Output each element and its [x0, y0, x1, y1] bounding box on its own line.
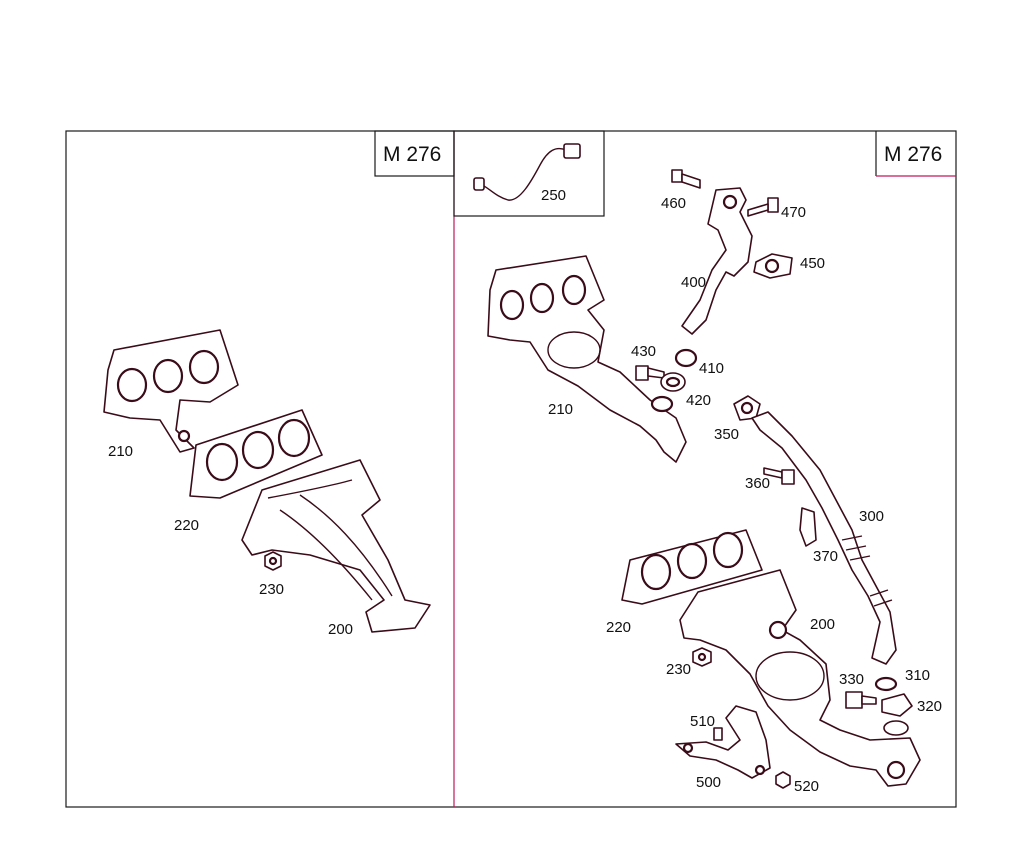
clamp-420 — [660, 372, 686, 392]
callout-400: 400 — [681, 274, 706, 291]
left-heat-shield-210 — [103, 329, 239, 453]
callout-200: 200 — [810, 616, 835, 633]
callout-510: 510 — [690, 713, 715, 730]
callout-420: 420 — [686, 392, 711, 409]
left-callout-200: 200 — [328, 621, 353, 638]
stud-510 — [713, 727, 723, 741]
ring-310 — [874, 676, 898, 692]
left-manifold-200 — [241, 459, 431, 633]
left-model-label: M 276 — [383, 143, 441, 166]
bolt-330 — [845, 691, 877, 709]
left-callout-230: 230 — [259, 581, 284, 598]
callout-410: 410 — [699, 360, 724, 377]
right-manifold-200 — [679, 569, 921, 787]
inset-box-250: 250 — [453, 130, 605, 217]
callout-350: 350 — [714, 426, 739, 443]
bolt-430 — [635, 365, 665, 381]
right-model-label: M 276 — [884, 143, 942, 166]
callout-250: 250 — [541, 187, 566, 204]
callout-210: 210 — [548, 401, 573, 418]
left-callout-220: 220 — [174, 517, 199, 534]
callout-450: 450 — [800, 255, 825, 272]
callout-470: 470 — [781, 204, 806, 221]
callout-230: 230 — [666, 661, 691, 678]
ring-410 — [674, 348, 698, 368]
gasket-450 — [753, 253, 793, 279]
pipe-300 — [751, 411, 897, 665]
clamp-320 — [881, 693, 913, 736]
bolt-470 — [747, 197, 779, 217]
callout-300: 300 — [859, 508, 884, 525]
oxygen-sensor-head — [563, 143, 581, 159]
right-model-tag: M 276 — [875, 131, 956, 177]
callout-460: 460 — [661, 195, 686, 212]
callout-500: 500 — [696, 774, 721, 791]
right-heat-shield-210 — [487, 255, 687, 463]
pipe-400 — [681, 187, 753, 335]
callout-360: 360 — [745, 475, 770, 492]
left-gasket-220 — [189, 409, 323, 499]
left-model-tag: M 276 — [374, 130, 455, 177]
callout-430: 430 — [631, 343, 656, 360]
nut-520 — [775, 771, 791, 789]
callout-370: 370 — [813, 548, 838, 565]
oxygen-sensor-cable — [475, 147, 567, 201]
callout-520: 520 — [794, 778, 819, 795]
left-callout-210: 210 — [108, 443, 133, 460]
right-nut-230 — [692, 647, 712, 667]
bolt-360 — [763, 467, 795, 485]
bracket-370 — [799, 507, 817, 547]
bolt-460 — [671, 169, 701, 189]
bracket-500 — [675, 705, 771, 779]
left-nut-230 — [264, 551, 282, 571]
callout-310: 310 — [905, 667, 930, 684]
callout-220: 220 — [606, 619, 631, 636]
callout-330: 330 — [839, 671, 864, 688]
right-gasket-220 — [621, 529, 763, 605]
callout-320: 320 — [917, 698, 942, 715]
oxygen-sensor-plug — [473, 177, 485, 191]
flange-350 — [733, 395, 761, 421]
